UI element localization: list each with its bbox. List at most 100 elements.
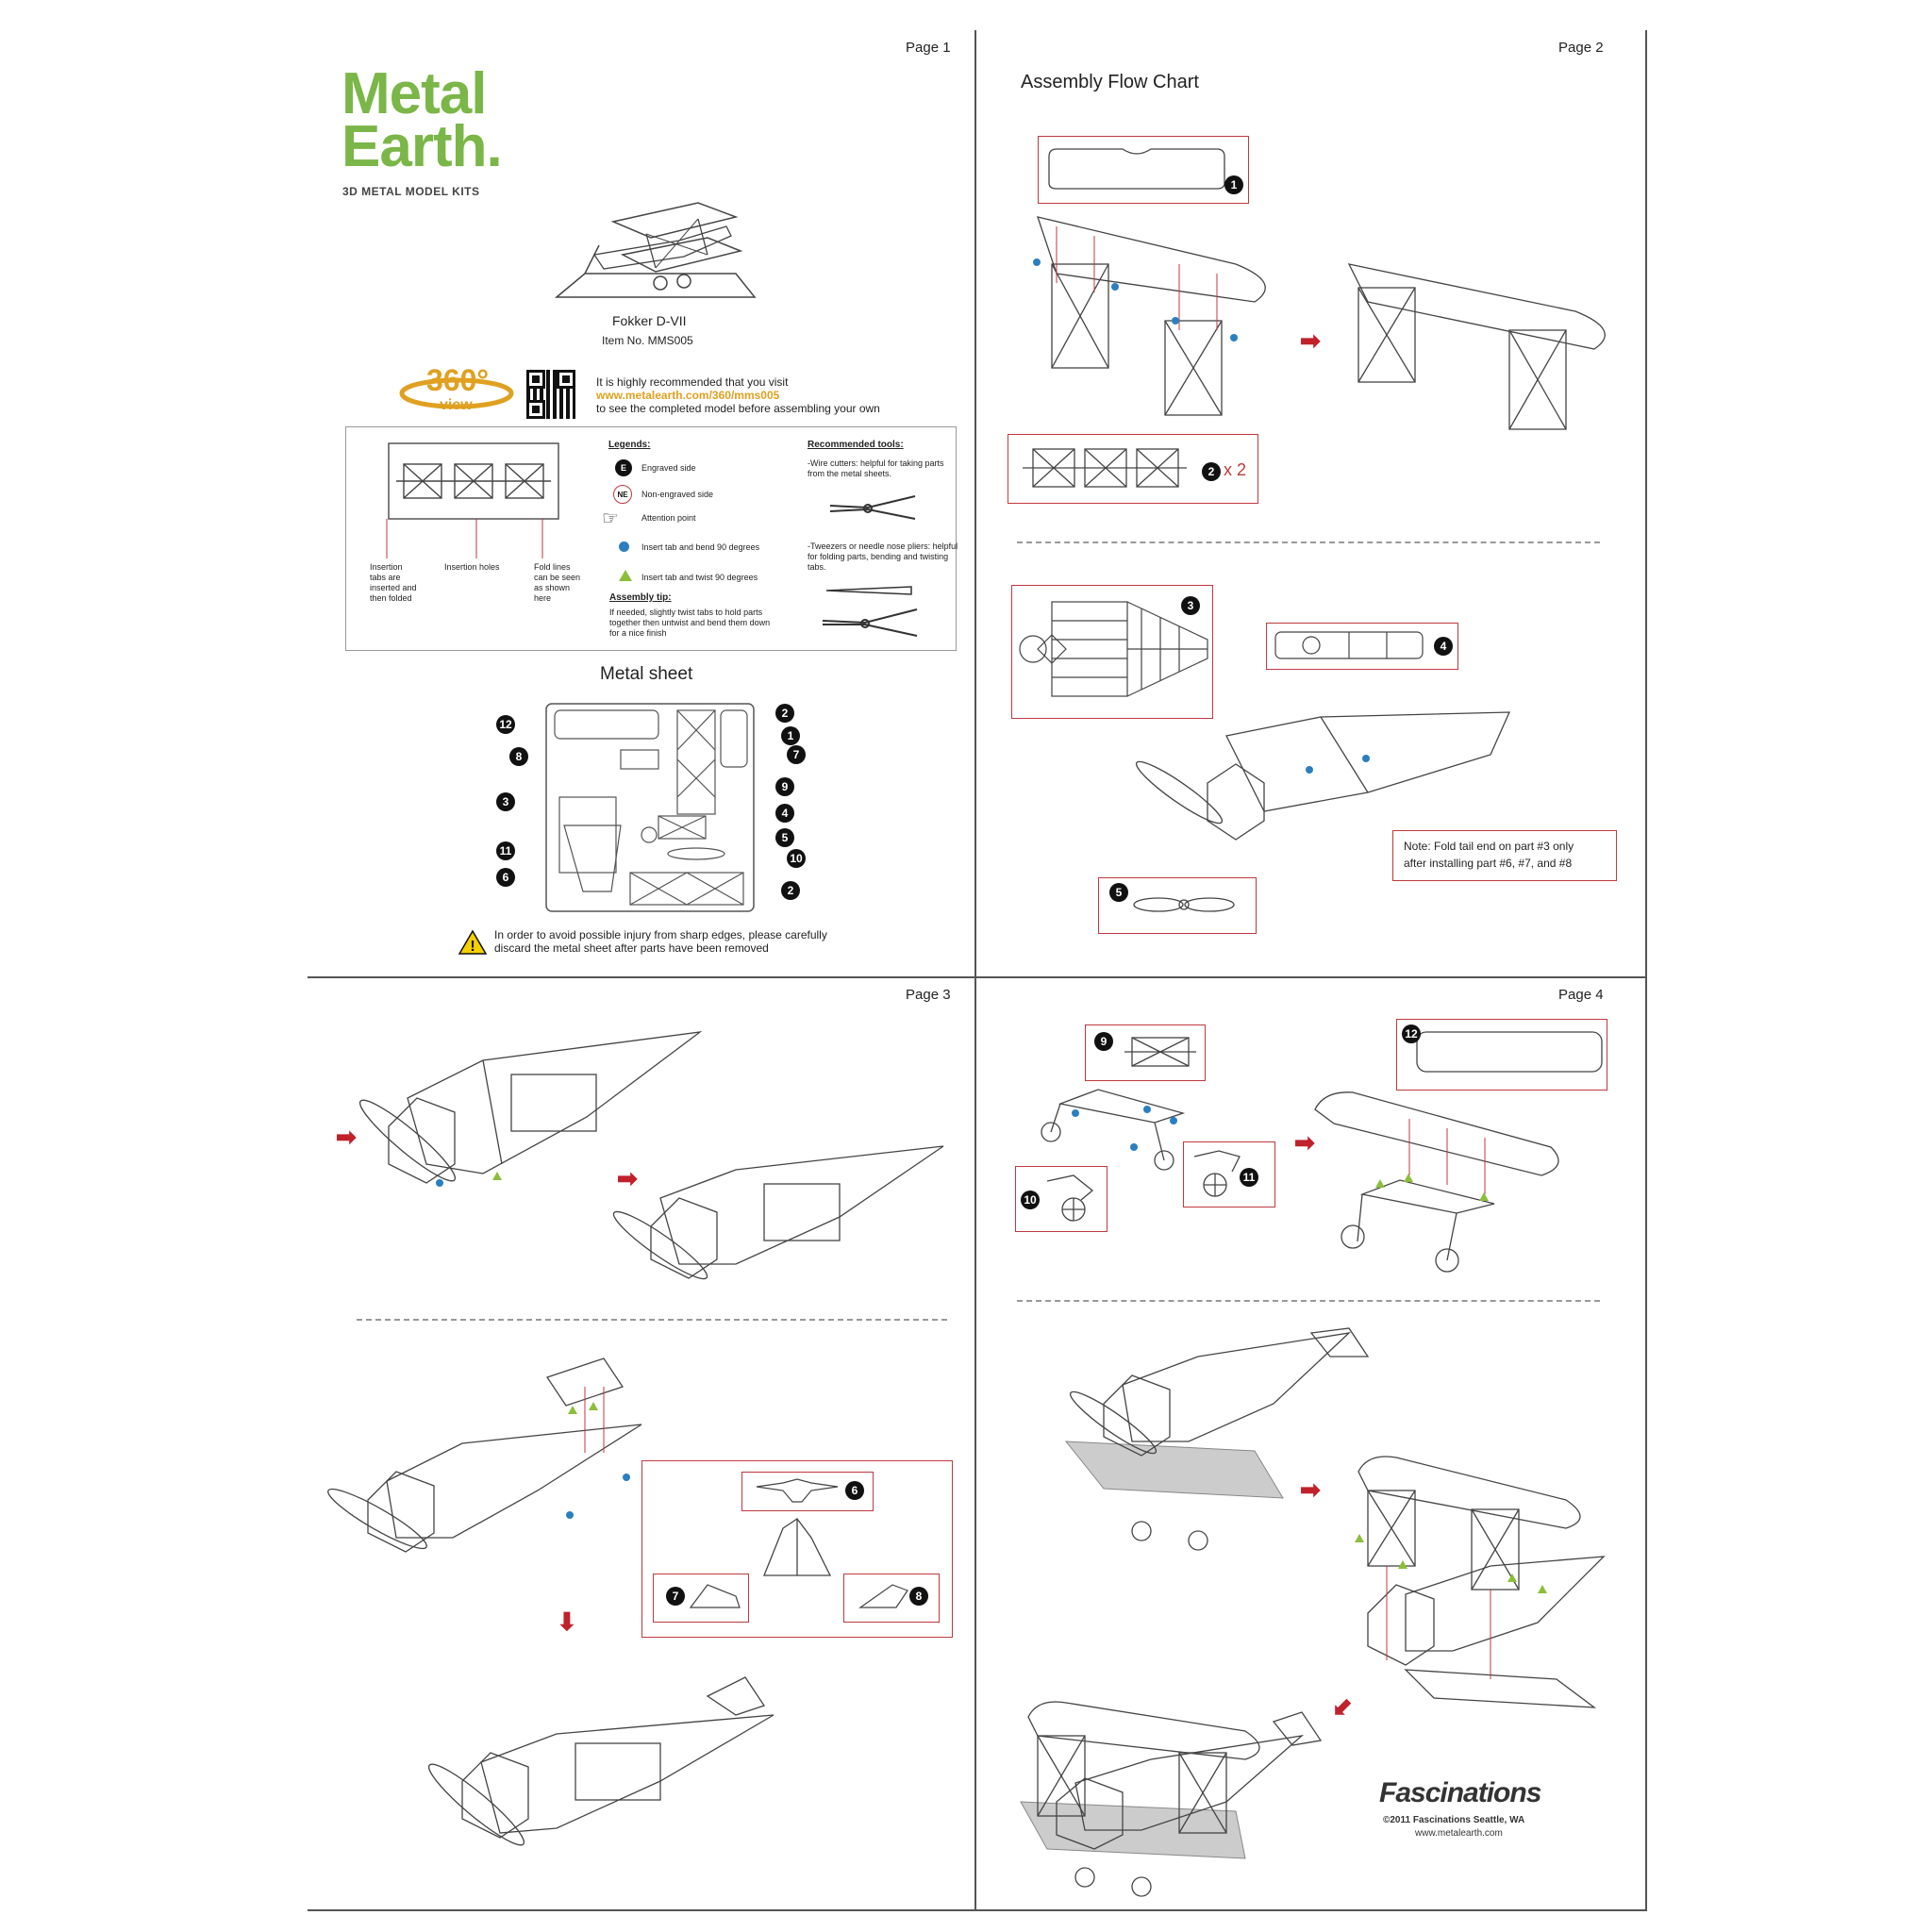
needle-nose-pliers-icon xyxy=(822,608,918,637)
sheet-part-9: 9 xyxy=(775,777,794,796)
twist-triangle xyxy=(1355,1534,1364,1542)
step-8-part xyxy=(858,1584,908,1608)
note-box xyxy=(1392,830,1617,881)
bend-dot xyxy=(1172,317,1179,325)
sheet-part-12: 12 xyxy=(496,715,515,734)
step-4-part-box xyxy=(1266,623,1458,670)
warning-text: In order to avoid possible injury from s… xyxy=(494,928,827,955)
step-arrow: ➡ xyxy=(617,1164,638,1192)
view-360-line-1: It is highly recommended that you visit xyxy=(596,375,789,389)
bend-dot xyxy=(1033,258,1041,266)
bend-dot xyxy=(1306,766,1313,774)
legend-panel xyxy=(345,426,957,651)
copyright-text: ©2011 Fascinations Seattle, WA xyxy=(1383,1815,1525,1825)
logo-line-2: Earth. xyxy=(341,114,503,179)
assembly-tip-title: Assembly tip: xyxy=(609,592,672,603)
section-divider xyxy=(357,1319,947,1321)
sheet-part-5: 5 xyxy=(775,828,794,847)
qr-corner-bl xyxy=(526,400,545,419)
metal-earth-logo: Metal Earth. xyxy=(341,61,503,179)
upper-wing-assembly-drawing xyxy=(1357,1456,1606,1708)
twist-triangle xyxy=(1507,1574,1517,1582)
page-number-1: Page 1 xyxy=(906,40,951,56)
page-border-right xyxy=(1645,30,1647,1911)
qr-corner-tl xyxy=(526,370,545,389)
page-number-3: Page 3 xyxy=(906,987,951,1003)
view-360-ring-icon xyxy=(399,377,514,409)
tool-wire-cutters: -Wire cutters: helpful for taking parts … xyxy=(808,458,944,478)
fuselage-with-propeller-drawing xyxy=(358,1031,703,1184)
bend-dot xyxy=(436,1179,443,1187)
step-6-number: 6 xyxy=(845,1481,864,1500)
label-fold-lines: Fold lines can be seen as shown here xyxy=(534,562,581,603)
bend-dot xyxy=(1111,283,1119,291)
step-10-number: 10 xyxy=(1021,1191,1040,1209)
sheet-part-11: 11 xyxy=(496,841,515,860)
sheet-part-7: 7 xyxy=(787,745,806,764)
step-1-number: 1 xyxy=(1224,175,1243,194)
twist-triangle xyxy=(589,1402,598,1410)
part-example-diagram xyxy=(388,442,559,520)
logo-tagline: 3D METAL MODEL KITS xyxy=(342,185,480,198)
step-3-number: 3 xyxy=(1181,596,1200,615)
completed-fuselage-drawing xyxy=(427,1676,774,1846)
view-360-badge[interactable]: 360° view xyxy=(399,363,514,420)
page-number-2: Page 2 xyxy=(1558,40,1604,56)
step-arrow-diagonal: ⬋ xyxy=(1332,1692,1353,1721)
next-step-arrow: ➡ xyxy=(1300,326,1321,355)
section-divider xyxy=(1017,541,1600,543)
view-360-word: view xyxy=(440,397,473,413)
view-360-number: 360° xyxy=(426,363,490,397)
legend-insert-twist: Insert tab and twist 90 degrees xyxy=(641,573,758,582)
bend-dot xyxy=(1143,1106,1151,1113)
step-arrow: ➡ xyxy=(336,1123,357,1151)
model-name: Fokker D-VII xyxy=(612,313,687,328)
step-9-number: 9 xyxy=(1094,1032,1113,1051)
bend-dot xyxy=(1230,334,1238,341)
engraved-side-icon: E xyxy=(615,459,632,476)
tail-assembled-detail xyxy=(763,1518,832,1576)
tool-tweezers: -Tweezers or needle nose pliers: helpful… xyxy=(808,541,958,572)
view-360-url[interactable]: www.metalearth.com/360/mms005 xyxy=(596,389,780,402)
wire-cutters-icon xyxy=(829,495,916,520)
bend-dot xyxy=(1362,755,1370,762)
step-4-part xyxy=(1274,631,1424,659)
svg-text:!: ! xyxy=(470,939,475,955)
note-text: Note: Fold tail end on part #3 only afte… xyxy=(1404,838,1574,872)
step-11-part-box xyxy=(1183,1141,1275,1208)
assembly-tip-text: If needed, slightly twist tabs to hold p… xyxy=(609,608,771,638)
bend-dot xyxy=(1170,1117,1177,1124)
hero-biplane-illustration xyxy=(554,202,757,298)
bend-dot xyxy=(1072,1109,1079,1117)
completed-biplane-drawing xyxy=(1020,1701,1323,1897)
legends-title: Legends: xyxy=(608,440,651,450)
sheet-part-2-bottom: 2 xyxy=(781,881,800,900)
step-5-number: 5 xyxy=(1109,883,1128,902)
step-6-tail-part xyxy=(756,1478,839,1503)
legend-attention: Attention point xyxy=(641,513,696,523)
tail-assembly-drawing xyxy=(327,1357,642,1553)
note-line-2: after installing part #6, #7, and #8 xyxy=(1404,857,1573,870)
page-number-4: Page 4 xyxy=(1558,987,1604,1003)
twist-triangle xyxy=(1538,1585,1547,1593)
twist-triangle xyxy=(568,1406,577,1414)
qr-code[interactable] xyxy=(526,370,575,419)
warning-triangle-icon: ! xyxy=(458,929,488,955)
fascinations-logo: Fascinations xyxy=(1379,1777,1541,1808)
step-11-wheel-part xyxy=(1193,1150,1241,1197)
sheet-part-3: 3 xyxy=(496,792,515,811)
step-1-assembly-drawing xyxy=(1037,216,1266,416)
twist-triangle xyxy=(492,1172,502,1180)
logo-line-1: Metal xyxy=(341,61,487,126)
qr-corner-tr xyxy=(557,370,575,389)
step-10-wheel-part xyxy=(1046,1174,1094,1222)
website-text: www.metalearth.com xyxy=(1415,1828,1503,1839)
sheet-part-1: 1 xyxy=(781,726,800,745)
twist-triangle xyxy=(1398,1560,1407,1569)
step-arrow: ➡ xyxy=(1300,1475,1321,1504)
fuselage-on-lower-wing-drawing xyxy=(1064,1327,1370,1551)
metal-sheet-diagram xyxy=(545,703,755,912)
legend-non-engraved: Non-engraved side xyxy=(641,490,714,499)
tweezers-icon xyxy=(825,586,912,595)
step-12-number: 12 xyxy=(1402,1024,1421,1043)
